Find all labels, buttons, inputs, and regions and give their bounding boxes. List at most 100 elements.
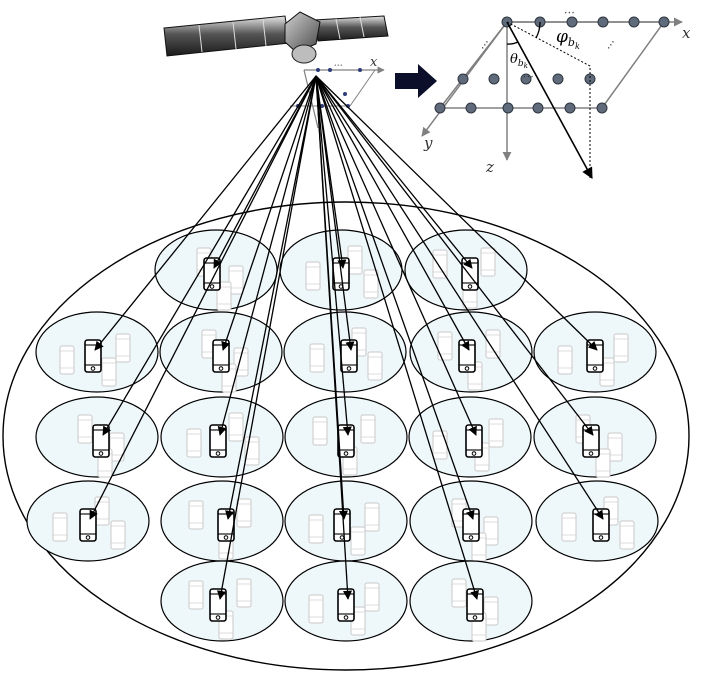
array-element [502, 102, 514, 114]
background-user-icon [94, 496, 110, 526]
array-element [566, 16, 578, 28]
beam-line [315, 75, 353, 600]
small-x-axis-label: x [370, 55, 378, 70]
user-phone-icon [337, 588, 355, 622]
array-element [532, 102, 544, 114]
beam-cell [408, 396, 532, 478]
background-user-icon [228, 412, 244, 442]
array-element [628, 16, 640, 28]
user-phone-icon [592, 508, 610, 542]
beam-cell [533, 396, 657, 478]
satellite-icon [163, 11, 389, 64]
y-axis-label: y [423, 134, 433, 152]
beam-line [217, 75, 317, 600]
background-user-icon [363, 269, 379, 299]
beam-line [315, 75, 473, 269]
projection-lines [506, 21, 591, 178]
phi-label: φbk [556, 27, 580, 51]
array-element [584, 73, 596, 85]
array-geometry-inset: x y z φbk θbk ⋯ ⋯ ⋯ ⋯ [421, 6, 691, 179]
beam-cell [409, 560, 533, 642]
array-plane [438, 21, 666, 109]
beam-cell [533, 311, 657, 393]
background-user-icon [308, 594, 324, 624]
background-user-icon [188, 580, 204, 610]
inset-ellipsis-top: ⋯ [563, 6, 574, 19]
beam-line [94, 75, 317, 351]
background-user-icon [308, 514, 324, 544]
user-phone-icon [340, 339, 358, 373]
beam-cell [159, 311, 283, 393]
array-element [564, 102, 576, 114]
small-ellipsis: ⋯ [333, 61, 342, 71]
beam-line [225, 75, 317, 520]
beam-line [315, 75, 477, 436]
coverage-area [2, 201, 690, 671]
z-axis-label: z [485, 158, 494, 176]
array-element [658, 16, 670, 28]
beam-cell [160, 396, 284, 478]
beam-line [89, 75, 317, 520]
beam-cell [160, 560, 284, 642]
background-user-icon [236, 578, 252, 608]
satellite-body [284, 11, 321, 53]
solar-panel-right [313, 15, 389, 42]
user-phone-icon [458, 339, 476, 373]
beam-line [315, 75, 598, 351]
background-user-icon [364, 582, 380, 612]
beam-cell [409, 480, 533, 562]
satellite-antenna [291, 44, 317, 64]
beam-cell [284, 480, 408, 562]
background-user-icon [619, 520, 635, 550]
array-elements [434, 16, 670, 114]
background-user-icon [557, 345, 573, 375]
array-element [520, 73, 532, 85]
background-user-icon [236, 498, 252, 528]
user-phone-icon [209, 588, 227, 622]
background-user-icon [347, 245, 363, 275]
beam-line [315, 75, 604, 520]
background-user-icon [305, 261, 321, 291]
beam-cell [409, 311, 533, 393]
x-axis-label: x [682, 24, 691, 42]
beam-line [315, 75, 355, 351]
background-user-icon [101, 357, 117, 387]
beams [89, 75, 604, 600]
beam-cell [35, 396, 159, 478]
beam-line [315, 75, 594, 436]
beam-cell [26, 480, 150, 562]
beam-line [315, 75, 479, 600]
background-user-icon [312, 416, 328, 446]
phi-arc [535, 21, 541, 39]
right-arrow-icon [395, 64, 437, 98]
beam-cell [154, 229, 278, 311]
beam-cell [535, 480, 659, 562]
background-user-icon [110, 520, 126, 550]
theta-arc [506, 41, 519, 45]
inset-ellipsis-mid: ⋯ [522, 70, 533, 83]
array-element [465, 102, 477, 114]
array-element [597, 16, 609, 28]
beam-cell [35, 311, 159, 393]
background-user-icon [613, 333, 629, 363]
user-phone-icon [582, 424, 600, 458]
inset-ellipsis-right: ⋯ [602, 37, 619, 53]
beam-cell [283, 311, 407, 393]
beam-cell [284, 396, 408, 478]
array-element [457, 73, 469, 85]
background-user-icon [485, 329, 501, 359]
background-user-icon [360, 414, 376, 444]
background-user-icon [367, 351, 383, 381]
beam-line [221, 75, 317, 351]
beam-line [217, 75, 317, 436]
array-element [596, 102, 608, 114]
beam-line [315, 75, 470, 351]
user-phone-icon [79, 508, 97, 542]
background-user-icon [432, 430, 448, 460]
user-phone-icon [461, 257, 479, 291]
beam-cell [160, 480, 284, 562]
array-element [552, 73, 564, 85]
background-user-icon [451, 578, 467, 608]
